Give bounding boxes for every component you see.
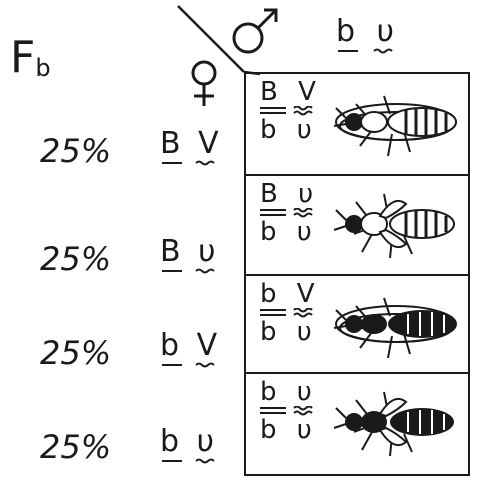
male-gametes-underline bbox=[336, 48, 416, 58]
offspring-genotype: b υ b υ bbox=[260, 378, 330, 444]
genotype-bottom: b υ bbox=[260, 318, 330, 346]
offspring-grid: B V b υ B υ b υ bbox=[244, 72, 470, 476]
row-4-percent: 25% bbox=[40, 428, 111, 466]
offspring-genotype: B υ b υ bbox=[260, 180, 330, 246]
row-3-percent: 25% bbox=[40, 334, 111, 372]
genotype-bottom: b υ bbox=[260, 416, 330, 444]
genotype-top: b V bbox=[260, 280, 330, 308]
row-4-female-gamete: b υ bbox=[160, 424, 218, 459]
male-gametes-text: b υ bbox=[336, 14, 400, 49]
row-2-female-gamete: B υ bbox=[160, 234, 219, 269]
genotype-bottom: b υ bbox=[260, 116, 330, 144]
gamete-text: b V bbox=[160, 328, 221, 363]
gamete-text: B V bbox=[160, 126, 223, 161]
gamete-text: B υ bbox=[160, 234, 219, 269]
generation-label: Fb bbox=[10, 32, 51, 83]
fly-black-vestigial-wings-icon bbox=[330, 380, 462, 466]
fly-black-normal-wings-icon bbox=[330, 282, 462, 368]
offspring-cell-4: b υ b υ bbox=[246, 374, 468, 474]
generation-letter: F bbox=[10, 32, 35, 83]
gamete-underline bbox=[160, 362, 230, 372]
gamete-underline bbox=[160, 458, 230, 468]
offspring-genotype: B V b υ bbox=[260, 78, 330, 144]
gamete-underline bbox=[160, 268, 230, 278]
row-1-percent: 25% bbox=[40, 132, 111, 170]
fly-grey-vestigial-wings-icon bbox=[330, 182, 462, 268]
offspring-genotype: b V b υ bbox=[260, 280, 330, 346]
generation-subscript: b bbox=[35, 54, 50, 82]
genotype-bottom: b υ bbox=[260, 218, 330, 246]
row-3-female-gamete: b V bbox=[160, 328, 221, 363]
offspring-cell-3: b V b υ bbox=[246, 276, 468, 374]
genotype-top: B υ bbox=[260, 180, 330, 208]
male-symbol-icon bbox=[226, 2, 286, 58]
gamete-underline bbox=[160, 160, 230, 170]
row-2-percent: 25% bbox=[40, 240, 111, 278]
row-1-female-gamete: B V bbox=[160, 126, 223, 161]
fly-grey-normal-wings-icon bbox=[330, 80, 462, 166]
male-gametes: b υ bbox=[336, 14, 400, 49]
offspring-cell-2: B υ b υ bbox=[246, 176, 468, 276]
female-symbol-icon bbox=[186, 58, 222, 110]
gamete-text: b υ bbox=[160, 424, 218, 459]
genotype-top: b υ bbox=[260, 378, 330, 406]
genotype-top: B V bbox=[260, 78, 330, 106]
offspring-cell-1: B V b υ bbox=[246, 74, 468, 176]
